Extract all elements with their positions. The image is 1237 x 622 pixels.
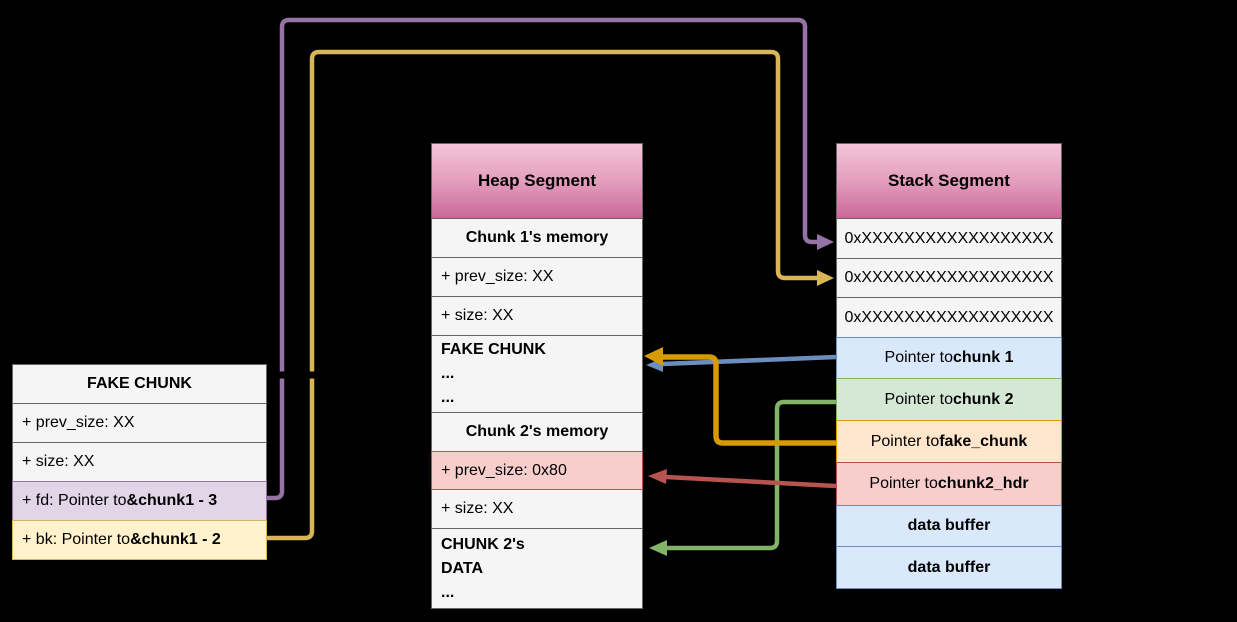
- heap-chunk2-data-line2: DATA: [441, 559, 484, 577]
- fake-chunk-table-title: FAKE CHUNK: [12, 364, 267, 404]
- stack-chunk2-hdr-pointer-target: chunk2_hdr: [937, 475, 1029, 492]
- arrow-chunk1-ptr: [646, 354, 837, 372]
- arrowhead-blue: [646, 358, 663, 372]
- stack-row-addr-1: 0xXXXXXXXXXXXXXXXXXX: [836, 218, 1062, 259]
- heap-chunk2-prev-size-text: + prev_size: 0x80: [441, 461, 567, 479]
- heap-row-chunk2-prev-size: + prev_size: 0x80: [431, 451, 643, 490]
- stack-chunk2-hdr-pointer-pre: Pointer to: [869, 475, 938, 492]
- heap-fake-chunk-line2: ...: [441, 365, 455, 382]
- stack-row-data-buffer-1: data buffer: [836, 505, 1062, 547]
- heap-chunk2-data-line3: ...: [441, 583, 455, 601]
- heap-segment-title: Heap Segment: [477, 171, 597, 190]
- fake-chunk-size-text: + size: XX: [22, 453, 95, 470]
- heap-row-chunk1-prev-size: + prev_size: XX: [431, 257, 643, 297]
- stack-fake-chunk-pointer-pre: Pointer to: [870, 432, 940, 450]
- stack-row-chunk1-pointer: Pointer to chunk 1: [836, 337, 1062, 379]
- heap-row-chunk2-data: CHUNK 2's DATA ...: [431, 528, 643, 609]
- stack-chunk1-pointer-pre: Pointer to: [884, 349, 953, 366]
- arrowhead-purple: [817, 234, 834, 250]
- heap-row-chunk1-size: + size: XX: [431, 296, 643, 336]
- heap-chunk2-size-text: + size: XX: [441, 500, 514, 517]
- arrowhead-gold: [817, 270, 834, 286]
- heap-segment-table: Heap Segment Chunk 1's memory + prev_siz…: [431, 143, 643, 609]
- arrow-chunk2-ptr: [649, 399, 836, 556]
- fake-chunk-table: FAKE CHUNK + prev_size: XX + size: XX + …: [12, 364, 267, 560]
- arrowhead-green: [649, 540, 667, 556]
- heap-chunk1-memory-text: Chunk 1's memory: [465, 229, 609, 246]
- stack-data-buffer-2-text: data buffer: [907, 558, 991, 576]
- stack-data-buffer-1-text: data buffer: [907, 517, 991, 534]
- fake-chunk-title-text: FAKE CHUNK: [87, 375, 192, 392]
- stack-segment-table: Stack Segment 0xXXXXXXXXXXXXXXXXXX 0xXXX…: [836, 143, 1062, 589]
- stack-row-fake-chunk-pointer: Pointer to fake_chunk: [836, 420, 1062, 463]
- stack-segment-title: Stack Segment: [888, 171, 1010, 190]
- arrowhead-orange: [644, 347, 663, 366]
- fake-chunk-row-prev-size: + prev_size: XX: [12, 403, 267, 443]
- stack-addr-1-text: 0xXXXXXXXXXXXXXXXXXX: [844, 229, 1054, 247]
- fake-chunk-bk-target: &chunk1 - 2: [130, 531, 221, 548]
- stack-row-chunk2-hdr-pointer: Pointer to chunk2_hdr: [836, 462, 1062, 506]
- fake-chunk-prev-size-text: + prev_size: XX: [22, 414, 135, 431]
- fake-chunk-bk-text: + bk: Pointer to: [22, 531, 131, 548]
- stack-chunk2-pointer-pre: Pointer to: [884, 390, 953, 408]
- heap-chunk1-prev-size-text: + prev_size: XX: [441, 268, 554, 285]
- fake-chunk-fd-text: + fd: Pointer to: [22, 492, 127, 509]
- stack-chunk2-pointer-target: chunk 2: [953, 390, 1014, 408]
- fake-chunk-row-size: + size: XX: [12, 442, 267, 482]
- stack-addr-3-text: 0xXXXXXXXXXXXXXXXXXX: [844, 308, 1054, 326]
- heap-chunk1-size-text: + size: XX: [441, 307, 514, 324]
- heap-chunk2-memory-text: Chunk 2's memory: [465, 423, 609, 440]
- arrow-chunk2-hdr-ptr: [648, 469, 837, 489]
- stack-segment-header: Stack Segment: [836, 143, 1062, 219]
- fake-chunk-row-bk: + bk: Pointer to &chunk1 - 2: [12, 520, 267, 560]
- fake-chunk-fd-target: &chunk1 - 3: [126, 492, 218, 509]
- stack-addr-2-text: 0xXXXXXXXXXXXXXXXXXX: [844, 269, 1054, 286]
- heap-row-chunk1-memory: Chunk 1's memory: [431, 218, 643, 258]
- stack-row-chunk2-pointer: Pointer to chunk 2: [836, 378, 1062, 421]
- stack-row-addr-3: 0xXXXXXXXXXXXXXXXXXX: [836, 297, 1062, 338]
- heap-fake-chunk-line3: ...: [441, 389, 455, 406]
- stack-fake-chunk-pointer-target: fake_chunk: [939, 432, 1028, 450]
- heap-row-fake-chunk: FAKE CHUNK ... ...: [431, 335, 643, 413]
- arrowhead-red: [648, 469, 667, 484]
- heap-fake-chunk-line1: FAKE CHUNK: [441, 341, 546, 358]
- fake-chunk-row-fd: + fd: Pointer to &chunk1 - 3: [12, 481, 267, 521]
- heap-row-chunk2-memory: Chunk 2's memory: [431, 412, 643, 452]
- stack-row-addr-2: 0xXXXXXXXXXXXXXXXXXX: [836, 258, 1062, 298]
- heap-chunk2-data-line1: CHUNK 2's: [441, 535, 525, 553]
- stack-chunk1-pointer-target: chunk 1: [953, 349, 1014, 366]
- arrow-fake-chunk-ptr: [644, 347, 836, 446]
- heap-row-chunk2-size: + size: XX: [431, 489, 643, 529]
- stack-row-data-buffer-2: data buffer: [836, 546, 1062, 589]
- heap-segment-header: Heap Segment: [431, 143, 643, 219]
